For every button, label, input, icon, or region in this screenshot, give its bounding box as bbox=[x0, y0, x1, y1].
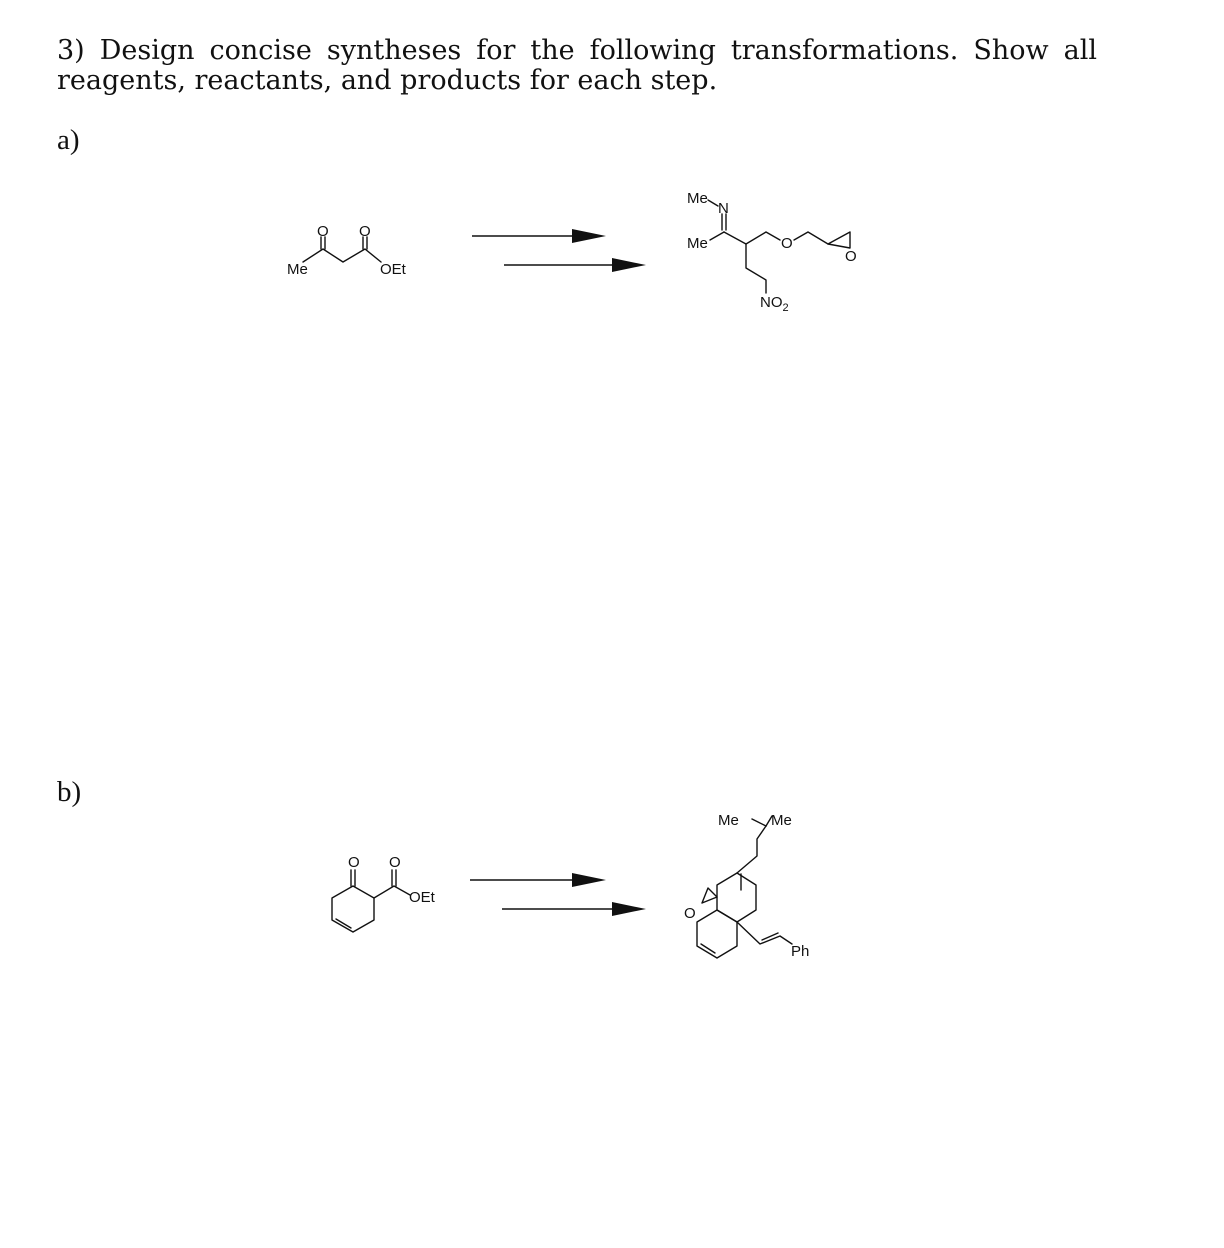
methyl-label: Me bbox=[287, 261, 308, 278]
ester-oxygen-label: O bbox=[359, 223, 371, 240]
nitro-label: NO2 bbox=[760, 294, 789, 314]
methyl-right-label: Me bbox=[771, 812, 792, 829]
methyl-left-label: Me bbox=[718, 812, 739, 829]
ethoxy-label: OEt bbox=[409, 889, 436, 906]
reaction-arrows-a bbox=[472, 229, 646, 272]
ester-oxygen-label: O bbox=[389, 854, 401, 871]
start-material-a: Me O O OEt bbox=[287, 223, 407, 278]
phenyl-label: Ph bbox=[791, 943, 809, 960]
reaction-scheme-b: O O OEt Me Me O Ph bbox=[331, 812, 809, 960]
c-methyl-label: Me bbox=[687, 235, 708, 252]
start-material-b: O O OEt bbox=[331, 854, 436, 933]
epoxide-oxygen-label: O bbox=[845, 248, 857, 265]
part-b-label: b) bbox=[57, 776, 82, 808]
ketone-oxygen-label: O bbox=[348, 854, 360, 871]
question-text: 3) Design concise syntheses for the foll… bbox=[57, 35, 1097, 96]
epoxide-oxygen-label: O bbox=[684, 905, 696, 922]
ether-oxygen-label: O bbox=[781, 235, 793, 252]
product-a: Me N Me O O NO2 bbox=[687, 190, 857, 314]
reaction-arrows-b bbox=[470, 873, 646, 916]
reaction-scheme-a: Me O O OEt Me N Me O O NO2 bbox=[287, 190, 857, 314]
n-methyl-label: Me bbox=[687, 190, 708, 207]
product-b: Me Me O Ph bbox=[684, 812, 809, 960]
imine-nitrogen-label: N bbox=[718, 200, 729, 217]
ethoxy-label: OEt bbox=[380, 261, 407, 278]
ketone-oxygen-label: O bbox=[317, 223, 329, 240]
part-a-label: a) bbox=[57, 124, 80, 156]
